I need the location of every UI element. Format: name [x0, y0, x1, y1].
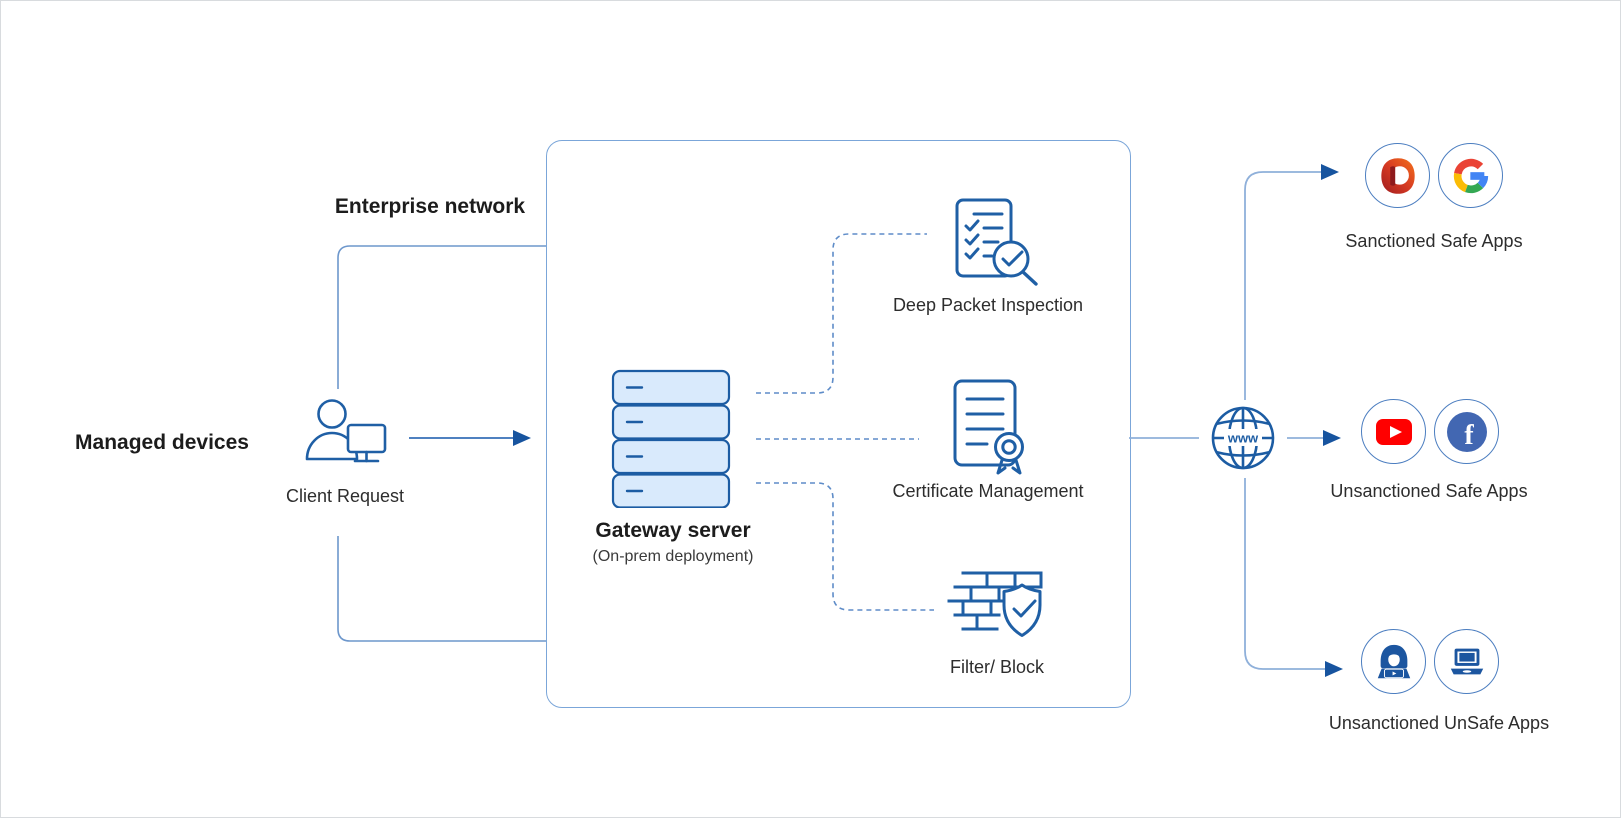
inspection-checklist-magnifier-icon [955, 198, 1038, 286]
app-group-label-sanctioned-safe: Sanctioned Safe Apps [1345, 231, 1523, 251]
gateway-server-title: Gateway server [595, 519, 751, 542]
facebook-f-glyph: f [1464, 420, 1474, 451]
hacker-icon [1377, 644, 1410, 678]
globe-www-label: www [1227, 431, 1259, 446]
microsoft-office-icon [1380, 157, 1415, 194]
firewall-shield-icon [947, 571, 1043, 637]
enterprise-network-bracket [337, 245, 546, 642]
app-circle-facebook: f [1434, 399, 1499, 464]
laptop-icon [1450, 648, 1483, 674]
globe-icon: www [1211, 406, 1275, 470]
service-label-dpi: Deep Packet Inspection [892, 295, 1084, 315]
client-device-icon [305, 399, 387, 463]
app-circle-microsoft-office [1365, 143, 1430, 208]
app-group-label-unsanctioned-safe: Unsanctioned Safe Apps [1330, 481, 1528, 501]
app-group-label-unsanctioned-unsafe: Unsanctioned UnSafe Apps [1328, 713, 1550, 733]
gateway-server-subtitle: (On-prem deployment) [592, 548, 754, 565]
server-service-dashed-connectors [756, 233, 934, 611]
app-circle-youtube [1361, 399, 1426, 464]
app-circle-google [1438, 143, 1503, 208]
enterprise-network-label: Enterprise network [334, 195, 526, 218]
youtube-icon [1375, 418, 1412, 445]
facebook-icon: f [1446, 411, 1487, 452]
client-request-label: Client Request [285, 486, 405, 506]
google-icon [1453, 158, 1488, 193]
gateway-server-icon [611, 369, 731, 508]
certificate-document-icon [953, 379, 1024, 475]
internet-branch-lines [1129, 171, 1325, 670]
app-circle-laptop [1434, 629, 1499, 694]
service-label-filter-block: Filter/ Block [949, 657, 1045, 677]
enterprise-gateway-box [546, 140, 1131, 708]
branch-arrowheads [1321, 164, 1343, 677]
app-circle-hacker [1361, 629, 1426, 694]
client-request-arrow [409, 430, 531, 446]
managed-devices-label: Managed devices [75, 431, 249, 454]
service-label-certificate: Certificate Management [892, 481, 1084, 501]
